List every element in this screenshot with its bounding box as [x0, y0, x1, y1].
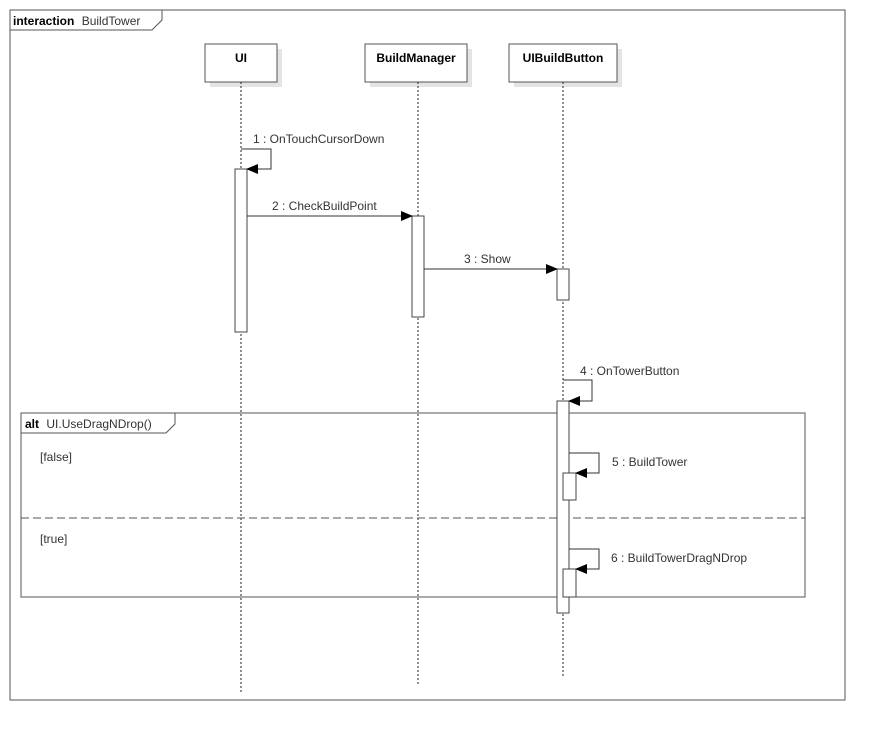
message-5[interactable]: 5 : BuildTower: [569, 452, 687, 478]
alt-fragment-title: alt UI.UseDragNDrop(): [25, 417, 152, 431]
message-4-label: 4 : OnTowerButton: [580, 364, 679, 378]
activation-build-tower-drag[interactable]: [562, 568, 577, 598]
guard-true: [true]: [40, 532, 67, 546]
activation-ui[interactable]: [234, 168, 248, 333]
message-3-label: 3 : Show: [464, 252, 511, 266]
activation-ui-build-button-show[interactable]: [556, 268, 570, 301]
message-2-label: 2 : CheckBuildPoint: [272, 199, 377, 213]
activation-ui-build-button-tower[interactable]: [556, 400, 570, 614]
lifeline-ui-box[interactable]: [204, 43, 278, 83]
lifeline-ui-build-button-box[interactable]: [508, 43, 618, 83]
interaction-frame: interaction BuildTower: [9, 9, 846, 701]
lifeline-ui[interactable]: UI: [204, 43, 282, 692]
message-1-label: 1 : OnTouchCursorDown: [253, 132, 384, 146]
message-4[interactable]: 4 : OnTowerButton: [563, 364, 679, 406]
message-1[interactable]: 1 : OnTouchCursorDown: [241, 132, 384, 174]
guard-false: [false]: [40, 450, 72, 464]
frame-title: interaction BuildTower: [13, 14, 140, 28]
lifeline-ui-label: UI: [235, 51, 247, 65]
alt-fragment-tab: [21, 413, 176, 434]
activation-build-manager[interactable]: [411, 215, 425, 318]
frame-name: BuildTower: [82, 14, 141, 28]
message-5-label: 5 : BuildTower: [612, 455, 687, 469]
alt-operator: alt: [25, 417, 39, 431]
message-3[interactable]: 3 : Show: [424, 252, 558, 274]
frame-tab: [10, 10, 163, 31]
lifeline-ui-build-button-label: UIBuildButton: [523, 51, 604, 65]
alt-fragment: alt UI.UseDragNDrop() [false] [true]: [20, 412, 806, 598]
activation-build-tower[interactable]: [562, 472, 577, 501]
alt-condition: UI.UseDragNDrop(): [46, 417, 151, 431]
lifeline-build-manager-label: BuildManager: [376, 51, 456, 65]
message-6[interactable]: 6 : BuildTowerDragNDrop: [569, 548, 747, 574]
lifeline-build-manager-box[interactable]: [364, 43, 468, 83]
message-2[interactable]: 2 : CheckBuildPoint: [247, 199, 413, 221]
lifeline-build-manager[interactable]: BuildManager: [364, 43, 472, 684]
lifeline-ui-build-button[interactable]: UIBuildButton: [508, 43, 622, 676]
frame-keyword: interaction: [13, 14, 74, 28]
message-6-label: 6 : BuildTowerDragNDrop: [611, 551, 747, 565]
